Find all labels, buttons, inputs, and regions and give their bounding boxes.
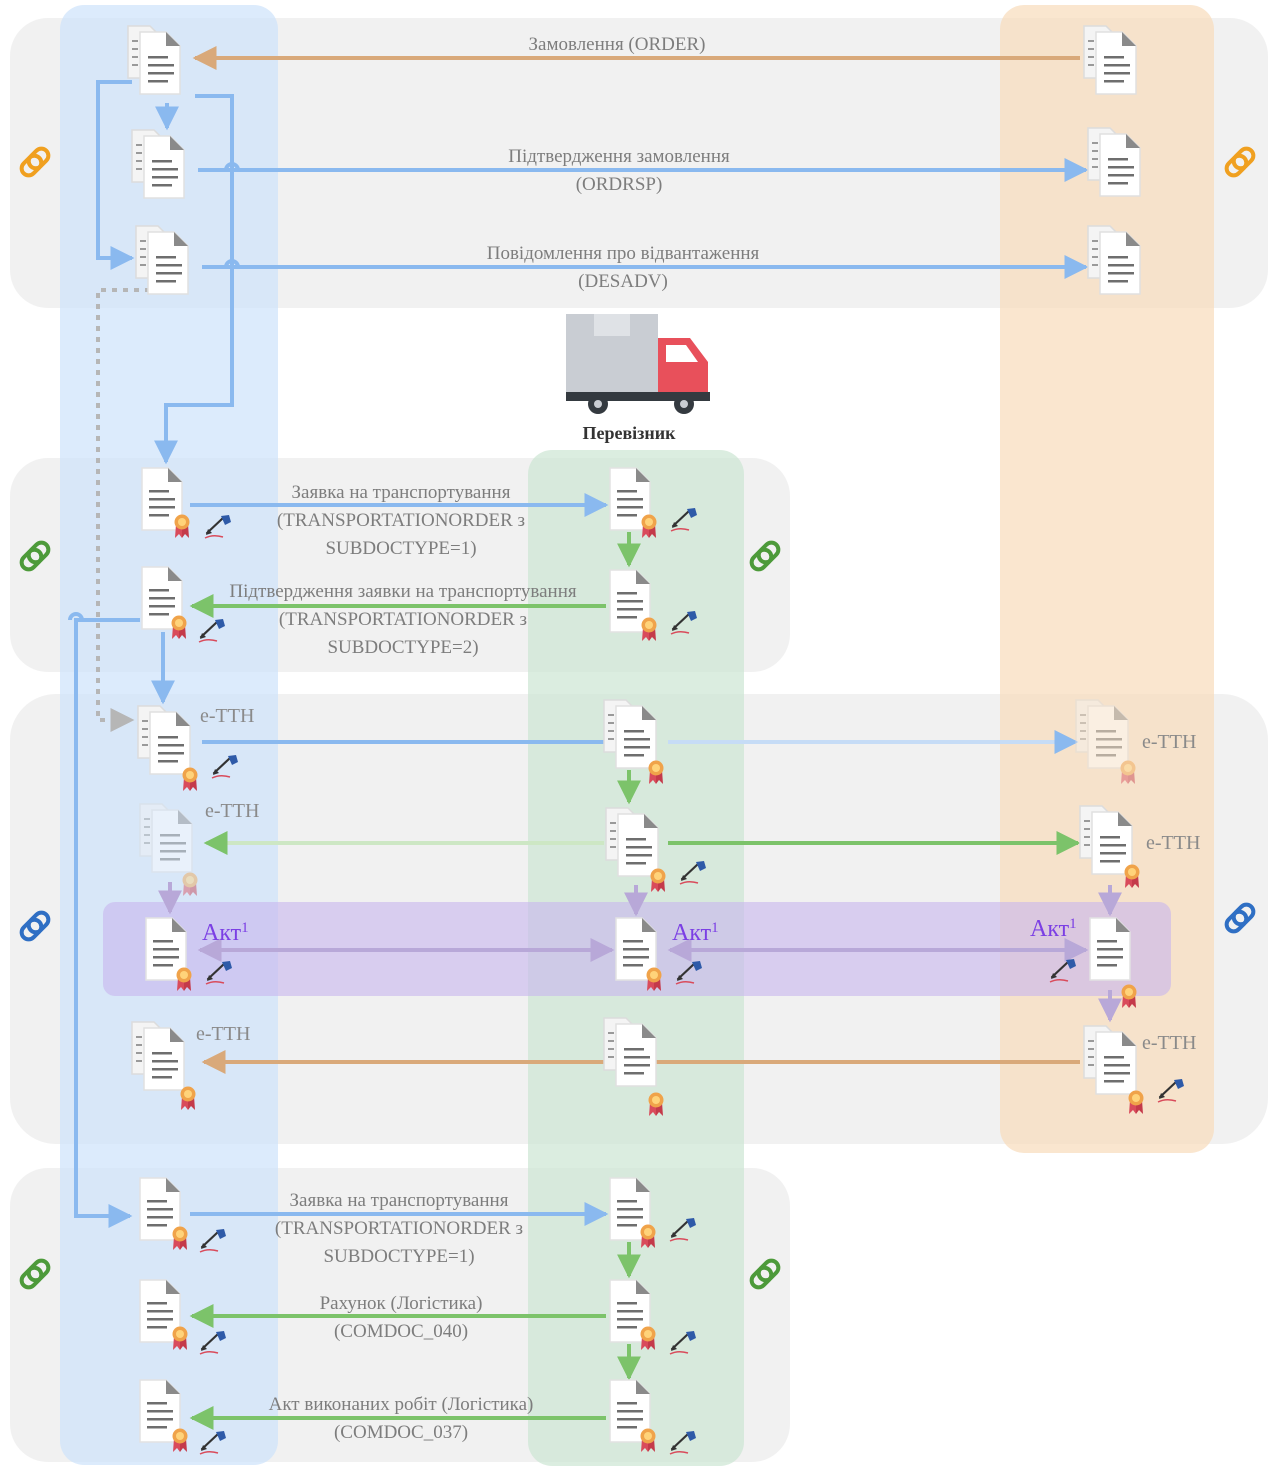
certificate-icon (182, 872, 198, 896)
group-panel-orders (10, 18, 1268, 308)
certificate-icon (1124, 864, 1140, 888)
transport-confirm-code: (TRANSPORTATIONORDER з (279, 609, 527, 630)
certificate-icon (1120, 760, 1136, 784)
certificate-icon (1121, 984, 1137, 1008)
certificate-icon (172, 1428, 188, 1452)
transport-confirm-label: Підтвердження заявки на транспортування (229, 581, 576, 602)
act-label: Акт1 (1030, 916, 1077, 942)
certificate-icon (1128, 1090, 1144, 1114)
transport-request-label: Заявка на транспортування (292, 482, 511, 503)
lane-buyer (1000, 5, 1214, 1153)
certificate-icon (176, 967, 192, 991)
certificate-icon (640, 1326, 656, 1350)
act-label: Акт1 (672, 920, 719, 946)
carrier-label: Перевізник (582, 423, 676, 443)
desadv-code: (DESADV) (578, 271, 668, 292)
document-icon (1089, 917, 1131, 981)
certificate-icon (640, 1224, 656, 1248)
arrow-desadv-to-ettn (96, 288, 150, 732)
ettn-label: е-ТТН (1142, 1032, 1196, 1054)
completed-works-act-label: Акт виконаних робіт (Логістика) (269, 1394, 534, 1415)
ordrsp-label: Підтвердження замовлення (508, 146, 730, 167)
certificate-icon (646, 967, 662, 991)
certificate-icon (172, 1326, 188, 1350)
transport-request-2-label: Заявка на транспортування (290, 1190, 509, 1211)
ettn-label: е-ТТН (200, 705, 254, 727)
arrow-order-to-transport-request (154, 94, 234, 465)
certificate-icon (640, 1428, 656, 1452)
truck-icon (566, 314, 710, 414)
certificate-icon (648, 760, 664, 784)
ettn-label: е-ТТН (1146, 832, 1200, 854)
act-label: Акт1 (202, 920, 249, 946)
certificate-icon (172, 1226, 188, 1250)
transport-request-code: (TRANSPORTATIONORDER з (277, 510, 525, 531)
certificate-icon (641, 617, 657, 641)
invoice-code: (COMDOC_040) (334, 1321, 468, 1342)
transport-request-2-code: (TRANSPORTATIONORDER з (275, 1218, 523, 1239)
certificate-icon (648, 1092, 664, 1116)
ettn-label: е-ТТН (205, 800, 259, 822)
transport-confirm-subtype: SUBDOCTYPE=2) (327, 637, 478, 658)
certificate-icon (650, 868, 666, 892)
completed-works-act-code: (COMDOC_037) (334, 1422, 468, 1443)
ettn-label: е-ТТН (196, 1023, 250, 1045)
certificate-icon (171, 615, 187, 639)
ordrsp-code: (ORDRSP) (576, 174, 663, 195)
invoice-label: Рахунок (Логістика) (320, 1293, 483, 1314)
arrow-confirm-to-second-request (74, 618, 140, 1228)
certificate-icon (180, 1086, 196, 1110)
desadv-label: Повідомлення про відвантаження (487, 243, 760, 264)
order-label: Замовлення (ORDER) (529, 34, 706, 55)
certificate-icon (174, 514, 190, 538)
certificate-icon (641, 514, 657, 538)
arrow-order-to-desadv (96, 80, 135, 270)
ettn-label: е-ТТН (1142, 731, 1196, 753)
transport-request-2-subtype: SUBDOCTYPE=1) (323, 1246, 474, 1267)
transport-request-subtype: SUBDOCTYPE=1) (325, 538, 476, 559)
certificate-icon (182, 767, 198, 791)
